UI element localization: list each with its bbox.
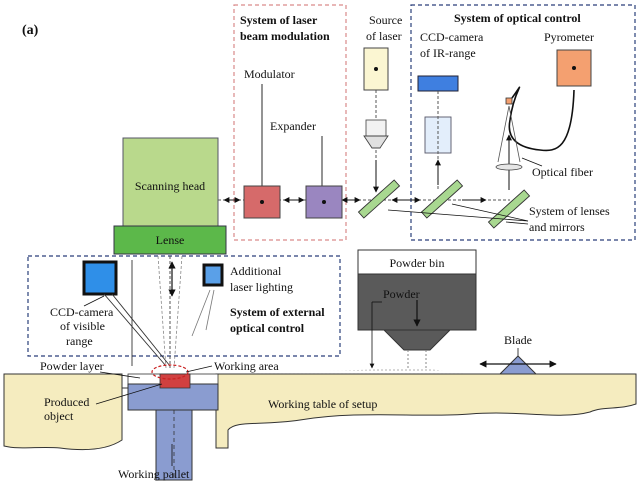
lighting-ray-2	[205, 289, 215, 331]
ccd-visible-ray-1	[103, 293, 167, 367]
blade-label: Blade	[504, 333, 532, 347]
powder-bin-header	[357, 249, 477, 275]
pyrometer-dot	[572, 66, 576, 70]
scanning-head-label: Scanning head	[135, 179, 205, 193]
ccd-visible-leader	[83, 295, 105, 307]
working-pallet-label: Working pallet	[118, 467, 190, 481]
powder-label: Powder	[383, 287, 420, 301]
lenses-leader-3	[505, 221, 529, 225]
modulation-title-2: beam modulation	[240, 29, 330, 43]
laser-source-dot	[374, 67, 378, 71]
working-table-label: Working table of setup	[268, 397, 377, 411]
modulator-label: Modulator	[244, 67, 295, 81]
working-table	[3, 373, 637, 451]
powder-bin-funnel	[382, 329, 452, 351]
source-label-2: of laser	[366, 29, 402, 43]
ccd-visible-ray-2	[111, 293, 171, 367]
lense	[113, 225, 227, 255]
modulation-system-box	[233, 4, 347, 241]
panel-label: (a)	[22, 23, 39, 38]
lenses-leader-1	[451, 203, 529, 222]
mirror-1	[357, 179, 401, 219]
mirror-2	[420, 179, 464, 219]
modulation-title-1: System of laser	[240, 13, 318, 27]
powder-layer-leader	[99, 371, 141, 379]
ccd-visible-label-1: CCD-camera	[50, 305, 114, 319]
fiber-cone	[497, 105, 521, 163]
produced-label-1: Produced	[44, 395, 89, 409]
additional-lighting	[202, 263, 224, 287]
expander-label: Expander	[270, 119, 316, 133]
lighting-ray-1	[191, 289, 211, 337]
source-label-1: Source	[369, 13, 402, 27]
powder-layer-label: Powder layer	[40, 359, 104, 373]
laser-cone	[157, 255, 183, 369]
lenses-label-2: and mirrors	[529, 220, 585, 234]
pyrometer-label: Pyrometer	[544, 30, 594, 44]
ccd-ir-label-1: CCD-camera	[420, 30, 484, 44]
optical-fiber	[508, 86, 575, 152]
produced-leader	[95, 383, 163, 405]
produced-object	[159, 373, 191, 389]
external-title-1: System of external	[230, 305, 325, 319]
optical-fiber-label: Optical fiber	[532, 165, 593, 179]
optical-control-box	[410, 4, 636, 241]
ccd-visible-label-2: of visible	[60, 319, 105, 333]
expander-dot	[322, 200, 326, 204]
ccd-visible-camera	[82, 260, 118, 296]
modulator-dot	[260, 200, 264, 204]
working-area-marker	[151, 364, 189, 380]
lense-label: Lense	[156, 233, 185, 247]
lighting-label-1: Additional	[230, 264, 282, 278]
optical-control-title: System of optical control	[454, 11, 581, 25]
ccd-ir-camera	[417, 75, 459, 92]
lenses-leader-2	[387, 209, 529, 222]
source-optic	[365, 119, 387, 137]
fiber-lens	[495, 163, 523, 171]
ccd-visible-label-3: range	[66, 334, 93, 348]
lenses-label-1: System of lenses	[529, 204, 610, 218]
external-title-2: optical control	[230, 321, 305, 335]
powder-bin-label: Powder bin	[390, 256, 445, 270]
external-control-box	[27, 255, 341, 357]
source-lens	[363, 135, 389, 149]
produced-label-2: object	[44, 409, 74, 423]
working-area-leader	[185, 365, 213, 373]
fiber-tip	[505, 97, 513, 105]
powder-layer-spread	[228, 368, 470, 374]
fiber-leader	[521, 157, 543, 167]
blade	[498, 355, 538, 375]
lighting-label-2: laser lighting	[230, 280, 293, 294]
scanning-head	[122, 137, 219, 229]
ccd-ir-label-2: of IR-range	[420, 46, 476, 60]
working-area-label: Working area	[214, 359, 279, 373]
